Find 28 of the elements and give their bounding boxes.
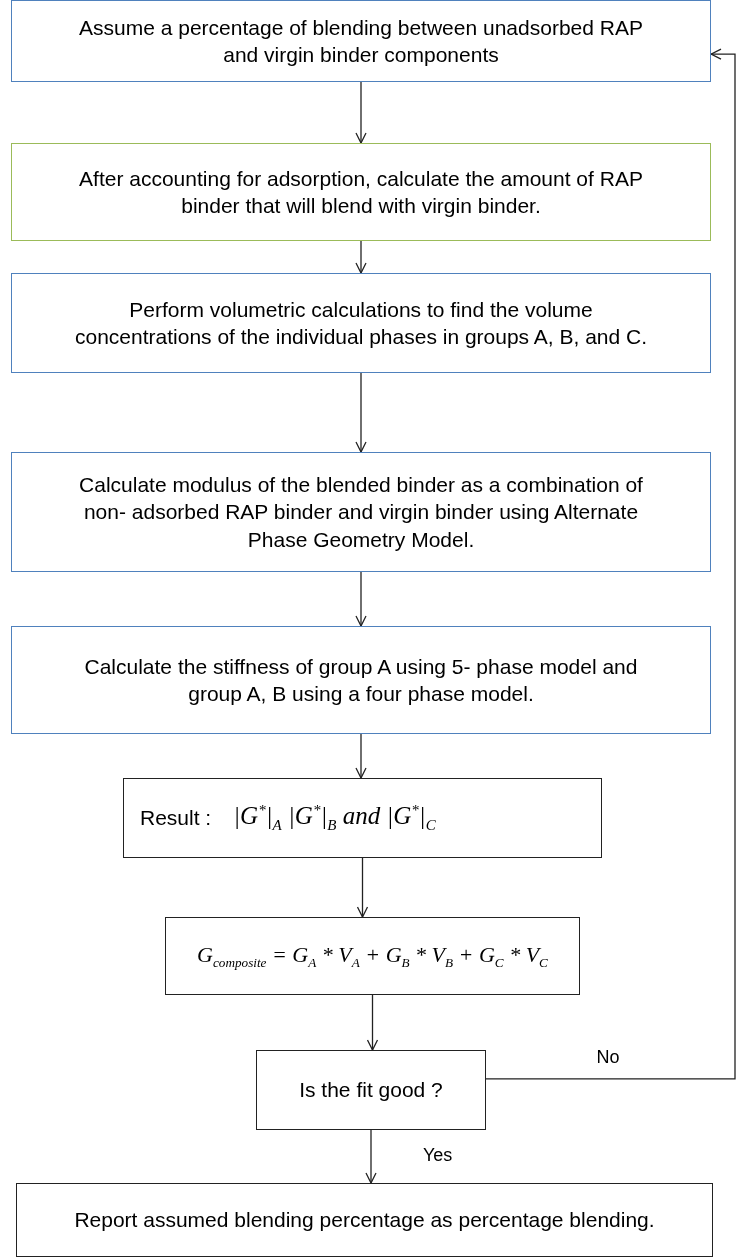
box-text: Report assumed blending percentage as percentage blending. xyxy=(74,1207,655,1234)
box-text: Perform volumetric calculations to find the volume concentrations of the individual phases in groups A, B, and C. xyxy=(74,296,648,350)
process-box xyxy=(11,143,711,241)
process-box xyxy=(11,273,711,373)
arrow xyxy=(366,994,379,1051)
result-box xyxy=(123,778,602,858)
arrow xyxy=(365,1129,377,1184)
arrow xyxy=(485,48,736,1080)
arrow xyxy=(355,81,367,144)
box-text: Result : xyxy=(140,805,212,832)
decision-box xyxy=(256,1050,486,1130)
box-text: After accounting for adsorption, calculate the amount of RAP binder that will blend with virgin binder. xyxy=(78,165,644,219)
formula-box xyxy=(165,917,580,995)
arrow xyxy=(355,372,367,453)
arrow xyxy=(355,733,367,779)
process-box xyxy=(16,1183,713,1257)
box-text: Calculate modulus of the blended binder as a combination of non- adsorbed RAP binder and virgin binder using Alternate Phase Geometry Model. xyxy=(78,472,644,553)
process-box xyxy=(11,626,711,734)
formula-text: |G$^{*}$|$_{A}$ |G$^{*}$|$_{B}$ and |G$^{*}$|$_{C}$ xyxy=(233,800,436,836)
arrow xyxy=(355,240,367,274)
box-text: Is the fit good ? xyxy=(299,1077,443,1104)
arrow xyxy=(356,857,369,918)
box-text: Assume a percentage of blending between unadsorbed RAP and virgin binder components xyxy=(78,14,644,68)
process-box xyxy=(11,0,711,82)
box-text: Calculate the stiffness of group A using 5- phase model and group A, B using a four phase model. xyxy=(83,653,639,707)
process-box xyxy=(11,452,711,572)
arrow xyxy=(355,571,367,627)
formula-text: G$_{composite}$ = G$_{A}$ * V$_{A}$ + G$_{B}$ * V$_{B}$ + G$_{C}$ * V$_{C}$ xyxy=(197,940,548,972)
